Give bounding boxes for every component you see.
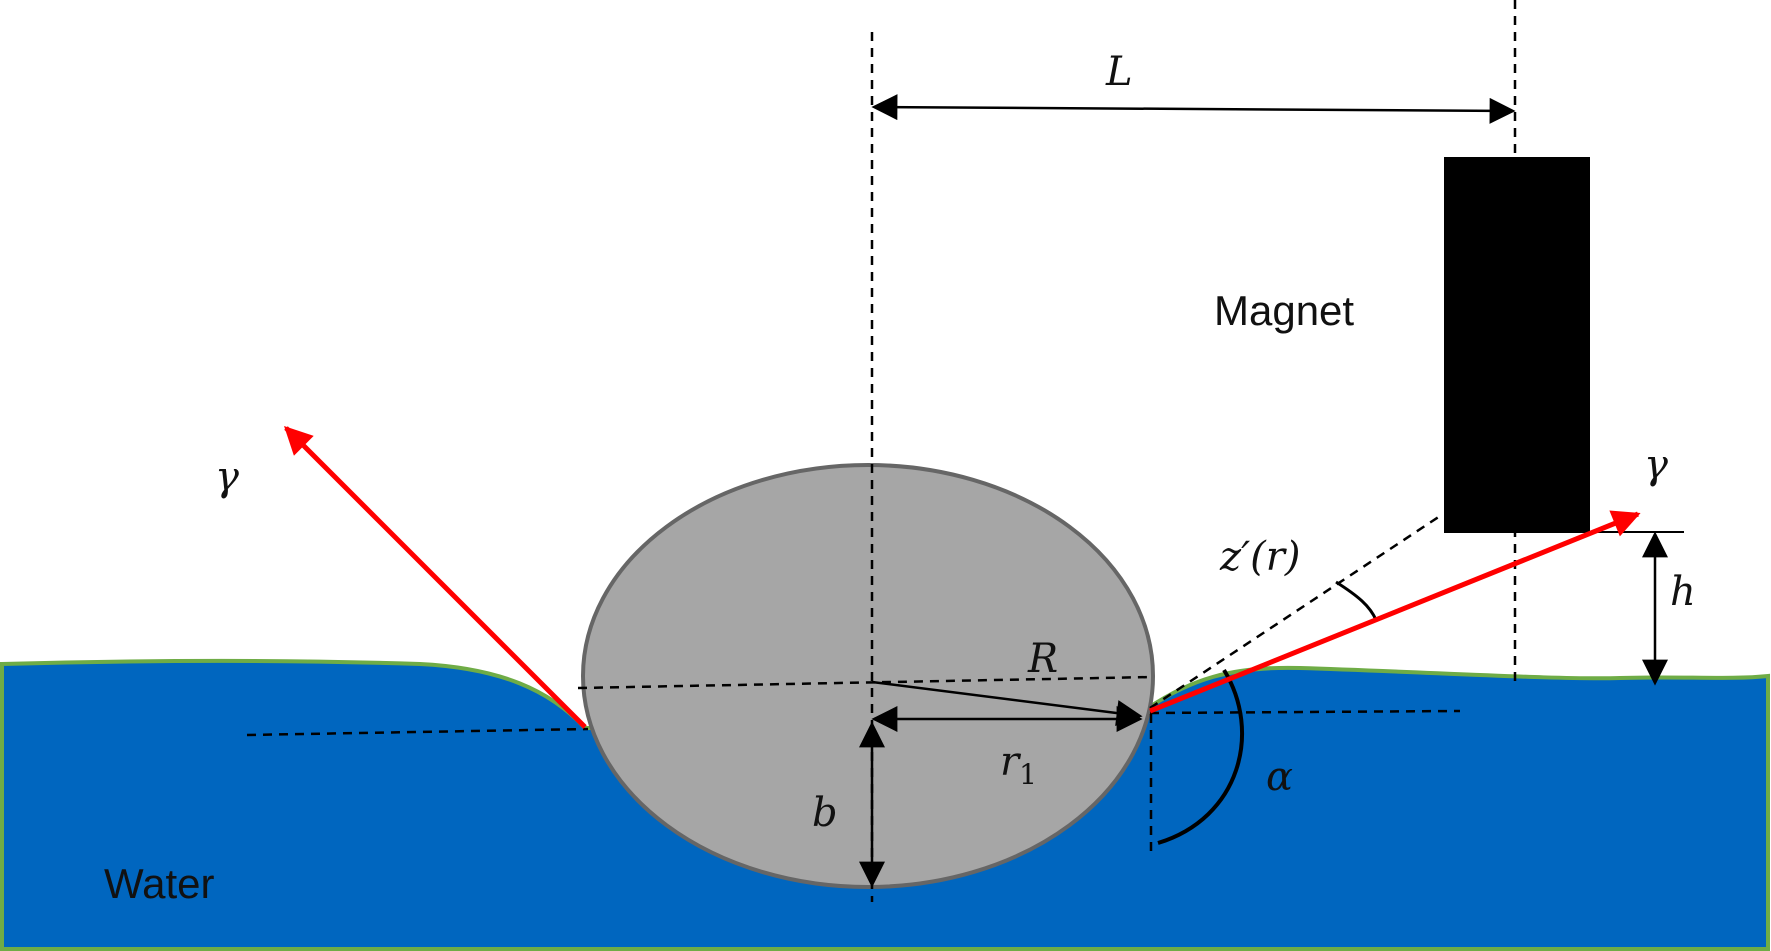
magnet-block xyxy=(1444,157,1590,533)
water-label: Water xyxy=(104,860,214,907)
distance-l-arrow xyxy=(871,94,1516,124)
tension-arrow-right xyxy=(1149,510,1641,714)
floating-particle xyxy=(581,463,1155,889)
tension-label-left: γ xyxy=(215,454,239,500)
contact-radius-subscript: 1 xyxy=(1019,758,1037,791)
tension-label-right: γ xyxy=(1644,442,1668,488)
tension-arrow-left xyxy=(284,426,587,729)
contact-angle-label: α xyxy=(1266,754,1293,800)
radius-label: R xyxy=(1027,636,1058,682)
depth-b-label: b xyxy=(812,790,838,836)
slope-label: z′(r) xyxy=(1219,534,1301,580)
slope-angle-arc xyxy=(1335,580,1378,621)
right-contact-dashed-line xyxy=(1149,709,1461,715)
height-h-label: h xyxy=(1670,569,1696,615)
left-contact-dashed-line xyxy=(246,727,589,737)
contact-radius-label: r1 xyxy=(1000,739,1037,791)
contact-radius-symbol: r xyxy=(1000,739,1022,785)
contact-angle-arc xyxy=(1157,668,1245,845)
magnet-label: Magnet xyxy=(1214,287,1354,334)
slope-dashed-line xyxy=(1149,514,1441,710)
distance-l-label: L xyxy=(1105,49,1133,95)
